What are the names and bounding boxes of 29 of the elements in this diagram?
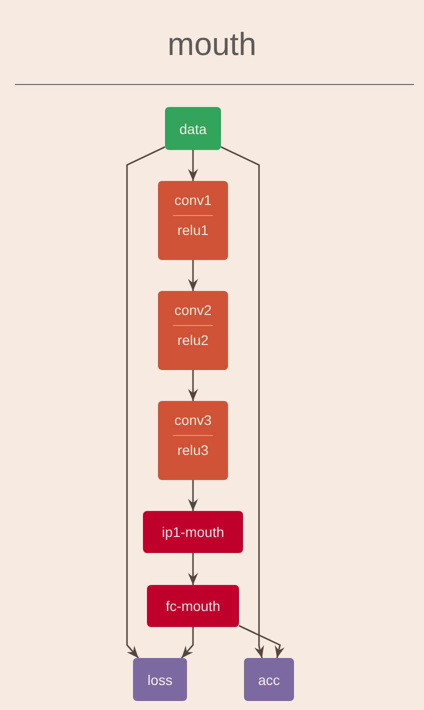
- layer-box: [158, 291, 228, 370]
- arrow: [126, 146, 166, 658]
- layer-name: data: [179, 120, 207, 138]
- layer-name: relu1: [177, 221, 209, 239]
- arrow: [188, 260, 198, 291]
- arrow: [181, 627, 194, 658]
- layer-name: conv1: [174, 191, 212, 209]
- layer-box: [147, 585, 239, 627]
- arrow: [188, 480, 198, 511]
- layer-box: [143, 511, 243, 553]
- arrow: [220, 146, 264, 658]
- layer-name: conv2: [174, 301, 212, 319]
- layer-box: [158, 181, 228, 260]
- arrow: [188, 553, 198, 585]
- layer-name: loss: [148, 670, 172, 688]
- arrow: [238, 625, 285, 658]
- layer-box: [165, 107, 221, 150]
- layer-box: [158, 401, 228, 480]
- layer-name: ip1-mouth: [162, 523, 224, 541]
- layer-name: acc: [258, 670, 280, 688]
- layer-box: [133, 658, 187, 701]
- arrow: [188, 370, 198, 401]
- layer-name: relu3: [177, 441, 209, 459]
- arrow: [188, 150, 198, 181]
- layer-box: [244, 658, 294, 701]
- layer-name: conv3: [174, 411, 212, 429]
- diagram-title: mouth: [168, 25, 256, 64]
- layer-name: fc-mouth: [166, 597, 220, 615]
- layer-name: relu2: [177, 331, 209, 349]
